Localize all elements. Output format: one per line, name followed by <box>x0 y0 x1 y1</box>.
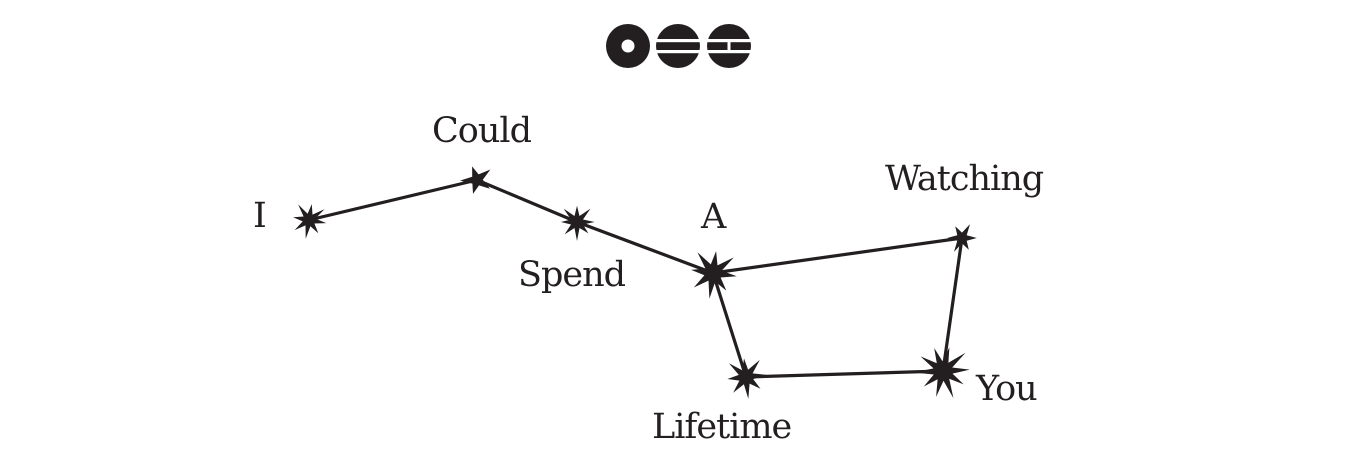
star-spend-icon <box>560 205 595 241</box>
edge-a-watching <box>711 236 964 275</box>
constellation-labels: I Could Spend A Lifetime You Watching <box>253 111 1045 447</box>
star-watching-icon <box>947 224 977 252</box>
star-could-icon <box>460 166 491 194</box>
logo-icon <box>606 24 753 68</box>
constellation-lines <box>307 178 964 379</box>
edge-i-could <box>307 178 479 222</box>
edge-could-spend <box>475 178 579 224</box>
word-label-i: I <box>253 196 266 236</box>
star-you-icon <box>914 347 970 399</box>
word-label-lifetime: Lifetime <box>652 407 791 447</box>
edge-a-lifetime <box>711 271 748 379</box>
star-i-icon <box>293 204 327 239</box>
word-label-spend: Spend <box>518 255 626 295</box>
star-a-icon <box>691 251 737 299</box>
edge-spend-a <box>575 220 715 275</box>
edge-you-watching <box>941 236 964 373</box>
edge-lifetime-you <box>744 369 945 379</box>
constellation-stars <box>293 166 977 399</box>
logo-notched-circle-icon <box>705 24 753 68</box>
logo-disc-icon <box>606 24 650 68</box>
word-label-a: A <box>700 197 727 237</box>
star-lifetime-icon <box>727 358 767 399</box>
word-label-you: You <box>975 369 1037 409</box>
word-label-watching: Watching <box>885 159 1044 199</box>
word-label-could: Could <box>432 111 532 151</box>
logo-striped-circle-icon <box>654 24 702 68</box>
